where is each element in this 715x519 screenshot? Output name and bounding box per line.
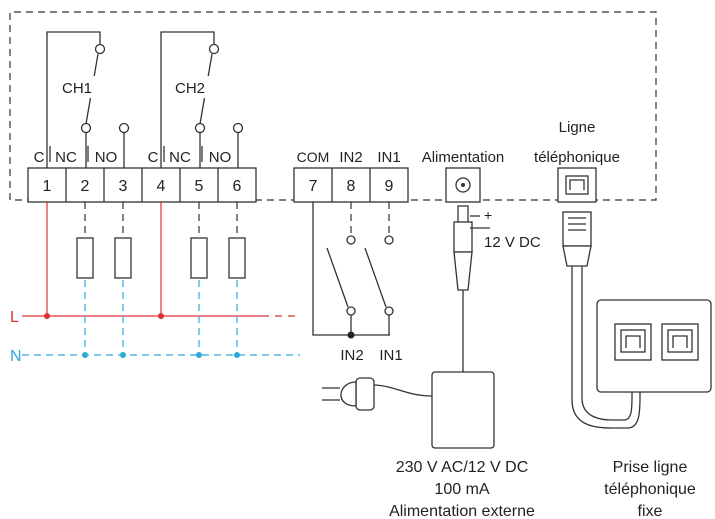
input-label-com: COM: [297, 149, 330, 165]
relay-ch1-label: CH1: [62, 80, 92, 97]
adapter-spec-line2: 100 mA: [434, 481, 489, 498]
relay-ch2-label: CH2: [175, 80, 205, 97]
power-adapter: + 12 V DC 230 V AC/12 V DC 100 mA Alimen…: [322, 205, 541, 519]
terminal-2: 2: [81, 178, 90, 195]
contact-label-nc2: NC: [169, 149, 191, 166]
load-1: [76, 237, 94, 279]
terminal-8: 8: [347, 178, 356, 195]
terminal-block-inputs: 7 8 9: [293, 167, 409, 203]
input-label-in2: IN2: [339, 149, 362, 166]
power-jack: Alimentation: [422, 149, 505, 203]
terminal-block-relays: 1 2 3 4 5 6: [27, 167, 257, 203]
outlet-label-line2: téléphonique: [604, 481, 696, 498]
loads: [76, 202, 246, 279]
adapter-spec-line1: 230 V AC/12 V DC: [396, 459, 529, 476]
polarity-plus: +: [484, 207, 492, 223]
voltage-label: 12 V DC: [484, 234, 541, 251]
relay-ch2: CH2: [160, 31, 244, 168]
input-switches: IN2 IN1: [312, 202, 403, 364]
neutral-wiring: N: [10, 280, 300, 365]
input-label-in1: IN1: [377, 149, 400, 166]
phone-line-jack: Ligne téléphonique: [534, 119, 620, 203]
contact-label-no1: NO: [95, 149, 118, 166]
live-wiring: L: [10, 202, 298, 326]
adapter-spec-line3: Alimentation externe: [389, 503, 535, 519]
contact-label-c1: C: [34, 149, 45, 166]
power-port-label: Alimentation: [422, 149, 505, 166]
phone-label-line1: Ligne: [559, 119, 596, 136]
contact-label-nc1: NC: [55, 149, 77, 166]
neutral-label: N: [10, 348, 22, 365]
input-label-in2-bottom: IN2: [340, 347, 363, 364]
input-label-in1-bottom: IN1: [379, 347, 402, 364]
phone-label-line2: téléphonique: [534, 149, 620, 166]
terminal-5: 5: [195, 178, 204, 195]
device-enclosure: [9, 11, 657, 201]
outlet-label-line1: Prise ligne: [613, 459, 688, 476]
load-2: [114, 237, 132, 279]
terminal-4: 4: [157, 178, 166, 195]
load-3: [190, 237, 208, 279]
outlet-label-line3: fixe: [638, 503, 663, 519]
contact-labels: C NC NO C NC NO: [34, 146, 232, 166]
input-labels: COM IN2 IN1: [297, 149, 401, 166]
phone-cable: [562, 211, 641, 429]
contact-label-no2: NO: [209, 149, 232, 166]
phone-outlet: Prise ligne téléphonique fixe: [596, 299, 712, 519]
terminal-6: 6: [233, 178, 242, 195]
terminal-9: 9: [385, 178, 394, 195]
terminal-1: 1: [43, 178, 52, 195]
contact-label-c2: C: [148, 149, 159, 166]
terminal-3: 3: [119, 178, 128, 195]
relay-ch1: CH1: [46, 31, 130, 168]
live-label: L: [10, 309, 19, 326]
terminal-7: 7: [309, 178, 318, 195]
load-4: [228, 237, 246, 279]
